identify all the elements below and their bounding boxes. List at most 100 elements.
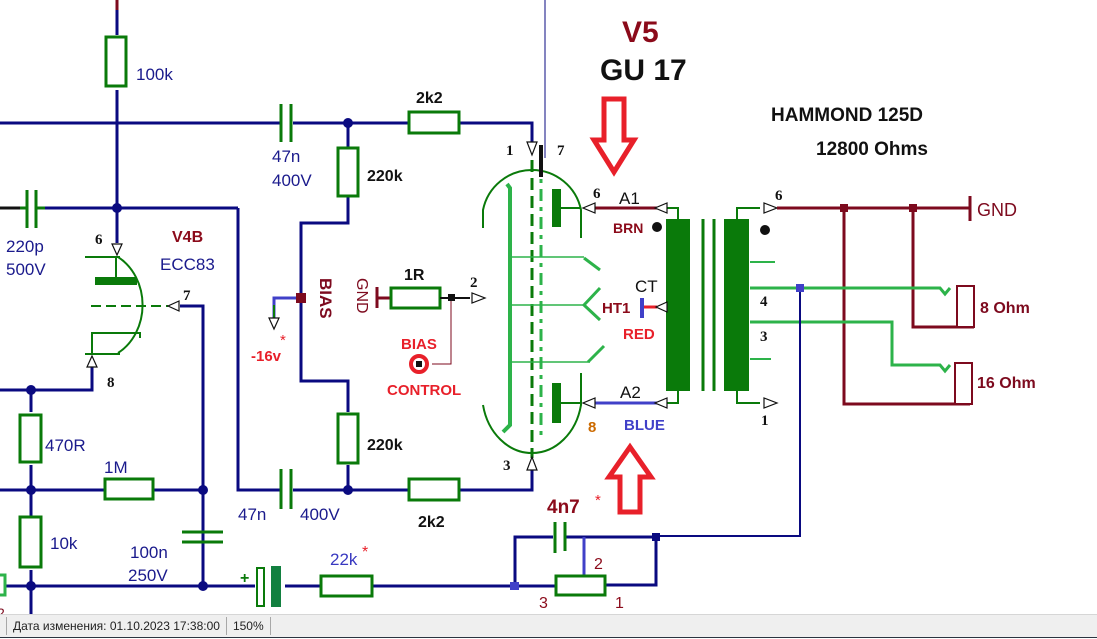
pin-label-sec-4: 4	[760, 294, 768, 310]
label-100k: 100k	[136, 65, 173, 84]
bias-node[interactable]	[296, 293, 306, 303]
tube-v5-ref: V5	[622, 16, 659, 49]
bias-wire	[272, 296, 296, 318]
transformer-hammond[interactable]	[660, 207, 775, 404]
resistor-1r[interactable]	[389, 286, 442, 310]
pin-marker-v4b-6	[111, 243, 123, 257]
partial-component-left	[0, 573, 7, 597]
junctions-middle	[343, 118, 353, 495]
pin-label-v4b-7: 7	[183, 288, 191, 304]
pin-marker-v5-1	[526, 141, 538, 157]
bias-terminal-arrow	[268, 317, 280, 331]
resistor-220k-top[interactable]	[336, 146, 360, 198]
pin-label-v4b-6: 6	[95, 232, 103, 248]
resistor-470r[interactable]	[18, 413, 43, 464]
pin-marker-a2-tx	[653, 397, 668, 409]
transformer-impedance: 12800 Ohms	[816, 139, 928, 160]
label-bias-control-2: CONTROL	[387, 382, 461, 399]
label-16-ohm: 16 Ohm	[977, 375, 1036, 392]
capacitor-electrolytic[interactable]	[256, 566, 281, 607]
pin-marker-sec-6	[763, 202, 779, 214]
tube-v5-symbol[interactable]	[482, 145, 606, 458]
status-bar: Дата изменения: 01.10.2023 17:38:00 150%	[0, 614, 1097, 638]
potentiometer-feedback[interactable]	[554, 574, 607, 597]
label-bias-vertical: BIAS	[316, 278, 335, 319]
label-1m: 1M	[104, 458, 128, 477]
label-4n7: 4n7	[547, 497, 580, 518]
label-a2: A2	[620, 383, 641, 402]
label-470r: 470R	[45, 436, 86, 455]
pot-pin-1: 1	[615, 595, 624, 612]
tube-v4b-ref: V4B	[172, 229, 203, 246]
resistor-22k[interactable]	[319, 574, 374, 598]
status-separator	[225, 617, 227, 635]
junction-feedback-left	[510, 582, 519, 590]
wires-feedback	[513, 535, 658, 588]
status-zoom-level[interactable]: 150%	[232, 619, 264, 633]
label-10k: 10k	[50, 534, 78, 553]
capacitor-47n-bot[interactable]	[279, 469, 293, 509]
arrow-down-icon	[589, 96, 639, 177]
junctions-left	[26, 122, 208, 591]
junctions-output	[796, 204, 917, 292]
label-250v: 250V	[128, 566, 168, 585]
bias-control-trimmer[interactable]	[409, 354, 429, 374]
status-separator	[6, 617, 7, 635]
electrolytic-plus: +	[240, 570, 249, 587]
pin-marker-ct	[654, 301, 668, 313]
label-8-ohm: 8 Ohm	[980, 300, 1030, 317]
edge-label: 2	[0, 605, 5, 614]
label-ht1: HT1	[602, 300, 630, 317]
resistor-1m[interactable]	[103, 477, 155, 501]
tube-v4b-symbol[interactable]	[85, 256, 168, 355]
label-2k2-bot: 2k2	[418, 514, 445, 531]
label-2k2-top: 2k2	[416, 90, 443, 107]
label-400v-top: 400V	[272, 171, 312, 190]
label-220k-bot: 220k	[367, 437, 403, 454]
pin-label-v5-6: 6	[593, 186, 601, 202]
wires-left	[0, 0, 515, 614]
marker-bias: *	[280, 332, 286, 349]
resistor-2k2-bot[interactable]	[407, 477, 461, 502]
pin-marker-a1-tube	[581, 202, 596, 214]
capacitor-47n-top[interactable]	[279, 104, 293, 142]
pin-label-v5-1: 1	[506, 143, 514, 159]
arrow-up-icon	[604, 442, 656, 515]
wires-middle	[293, 0, 546, 492]
phase-dot-primary	[652, 222, 662, 232]
resistor-2k2-top[interactable]	[407, 110, 461, 135]
pin-label-sec-6: 6	[775, 188, 783, 204]
capacitor-220p[interactable]	[20, 190, 45, 228]
pin-label-v5-8: 8	[588, 419, 596, 436]
pin-marker-a2-tube	[581, 397, 596, 409]
phase-dot-secondary	[760, 225, 770, 235]
resistor-10k[interactable]	[18, 515, 43, 569]
pot-pin-3: 3	[539, 595, 548, 612]
label-500v: 500V	[6, 260, 46, 279]
resistor-220k-bot[interactable]	[336, 412, 360, 465]
pot-pin-2: 2	[594, 556, 603, 573]
capacitor-4n7[interactable]	[553, 522, 567, 553]
pin-marker-a1-tx	[653, 202, 668, 214]
label-400v-bot: 400V	[300, 505, 340, 524]
status-modified-date: Дата изменения: 01.10.2023 17:38:00	[13, 619, 220, 633]
capacitor-100n[interactable]	[182, 530, 223, 544]
label-gnd-vertical: GND	[353, 278, 370, 314]
label-47n-bot: 47n	[238, 505, 266, 524]
label-100n: 100n	[130, 543, 168, 562]
schematic-canvas[interactable]: 100k 220p 500V 6 7 8 V4B ECC83 470R 1M 1…	[0, 0, 1097, 621]
label-bias-voltage: -16v	[251, 348, 282, 365]
pin-label-v4b-8: 8	[107, 375, 115, 391]
tube-v4b-type: ECC83	[160, 255, 215, 274]
resistor-100k[interactable]	[104, 35, 128, 88]
pin-marker-v4b-8	[86, 354, 98, 368]
wires-output	[656, 196, 974, 537]
transformer-model: HAMMOND 125D	[771, 105, 923, 126]
pin-marker-v5-3	[526, 455, 538, 471]
label-1r: 1R	[404, 267, 425, 284]
output-jack-16-ohm[interactable]	[954, 362, 973, 405]
pin-label-v5-3: 3	[503, 458, 511, 474]
output-jack-8-ohm[interactable]	[956, 285, 975, 328]
pin-label-v5-7: 7	[557, 143, 565, 159]
label-47n-top: 47n	[272, 147, 300, 166]
